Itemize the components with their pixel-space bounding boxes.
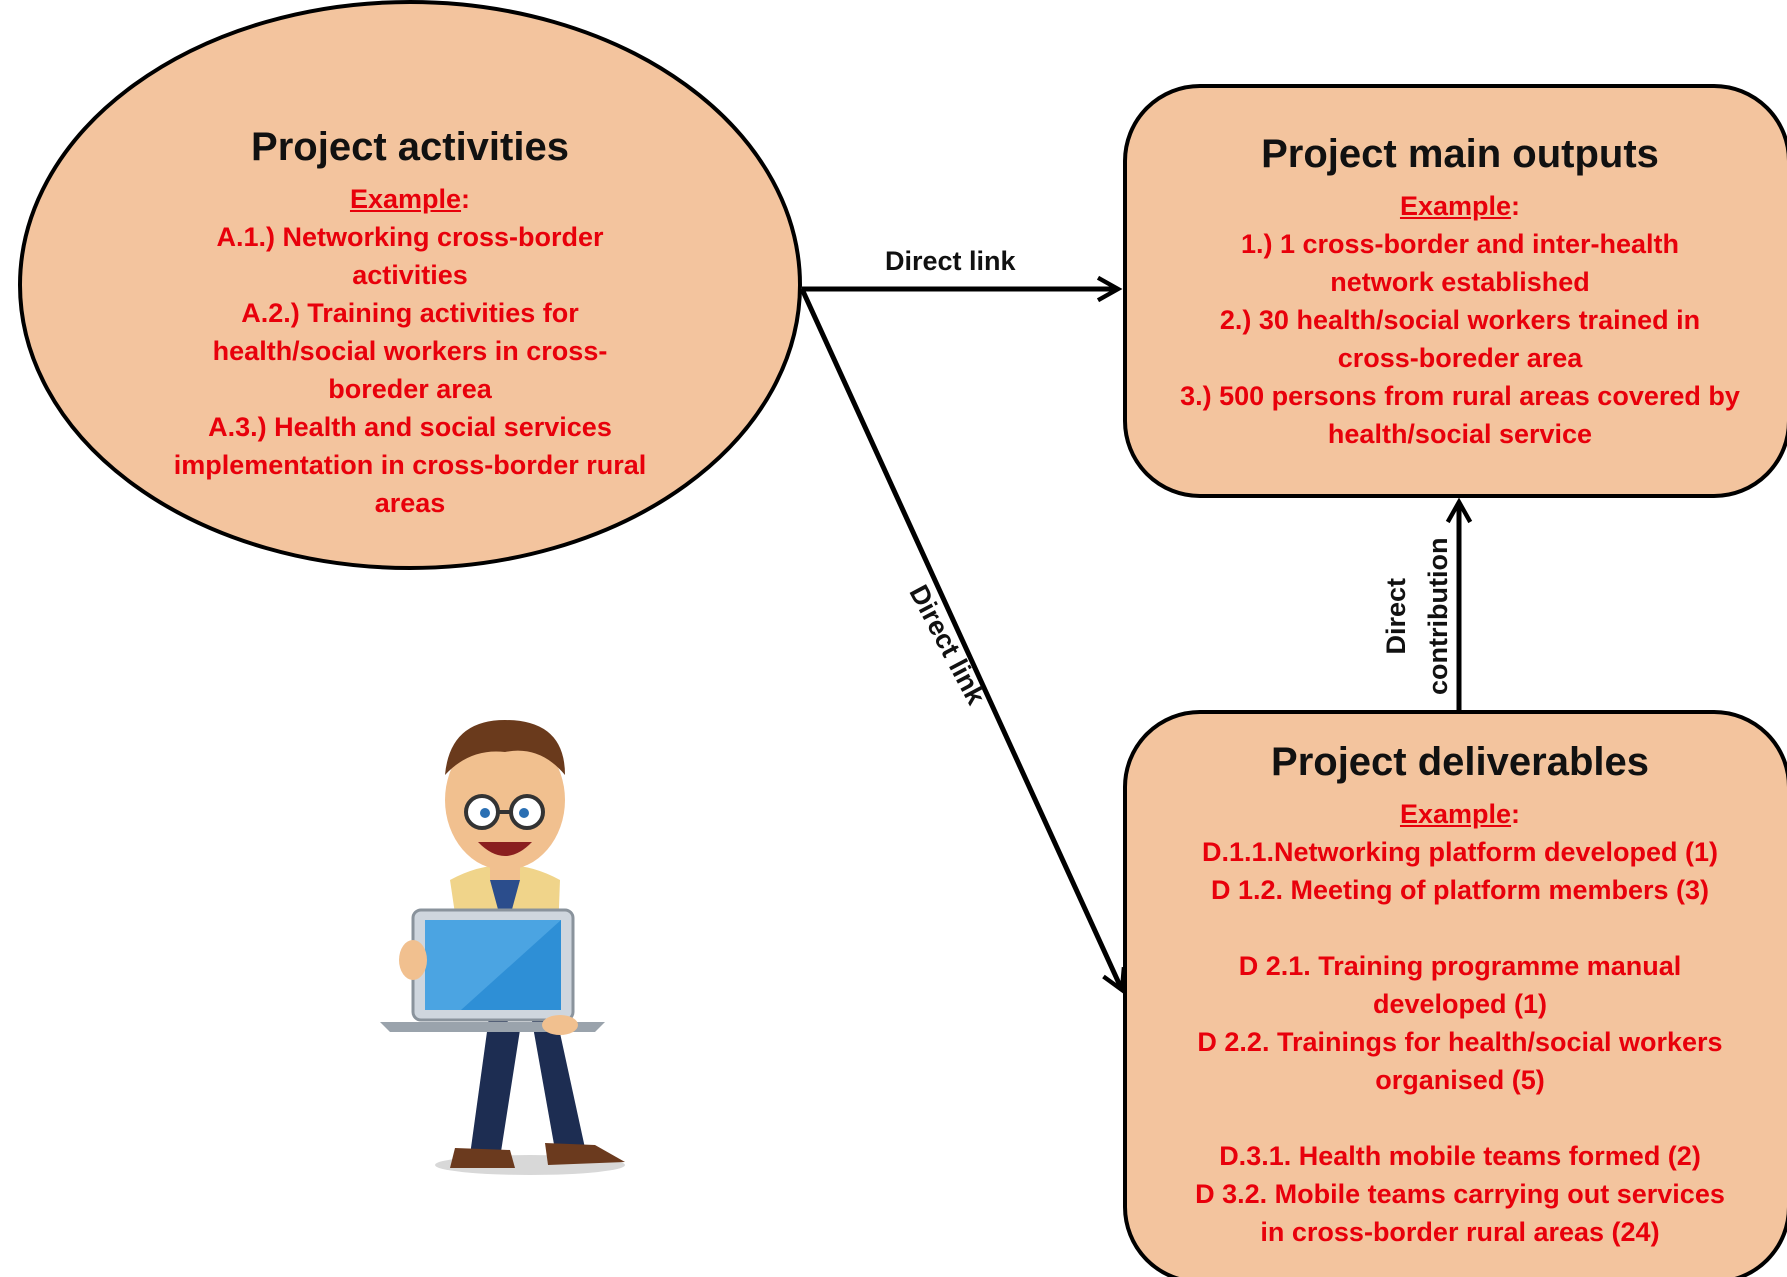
- outputs-example-label: Example: [1399, 191, 1512, 221]
- link-label-activities-outputs: Direct link: [885, 246, 1016, 276]
- link-label-contribution: Direct contribution: [1381, 537, 1453, 695]
- activities-title: Project activities: [251, 125, 569, 169]
- deliverables-example-heading: Example:: [1399, 799, 1521, 829]
- activity-line: A.1.) Networking cross-border: [216, 222, 604, 252]
- outputs-example-heading: Example:: [1399, 191, 1521, 221]
- activities-example-heading: Example:: [349, 184, 471, 214]
- activities-ellipse: [18, 0, 802, 570]
- activity-line: activities: [352, 260, 468, 290]
- activity-line: boreder area: [328, 374, 492, 404]
- deliverable-line: in cross-border rural areas (24): [1260, 1217, 1660, 1247]
- activities-node: Project activities Example: A.1.) Networ…: [140, 125, 680, 522]
- outputs-box: [1123, 84, 1787, 498]
- activity-line: areas: [374, 488, 446, 518]
- deliverable-line: developed (1): [1372, 989, 1548, 1019]
- outputs-title: Project main outputs: [1261, 132, 1659, 176]
- activity-line: A.3.) Health and social services: [208, 412, 612, 442]
- deliverable-line: D.1.1.Networking platform developed (1): [1201, 837, 1719, 867]
- output-line: 2.) 30 health/social workers trained in: [1219, 305, 1701, 335]
- deliverables-title: Project deliverables: [1271, 740, 1649, 784]
- activity-line: health/social workers in cross-: [212, 336, 608, 366]
- activity-line: implementation in cross-border rural: [173, 450, 647, 480]
- activity-line: A.2.) Training activities for: [241, 298, 579, 328]
- deliverables-example-label: Example: [1399, 799, 1512, 829]
- man-holding-laptop-illustration: [380, 720, 625, 1175]
- output-line: cross-boreder area: [1337, 343, 1583, 373]
- deliverable-line: D 1.2. Meeting of platform members (3): [1210, 875, 1710, 905]
- deliverable-line: D 2.1. Training programme manual: [1238, 951, 1682, 981]
- arrow-activities-to-deliverables: [799, 287, 1127, 995]
- deliverable-line: D 2.2. Trainings for health/social worke…: [1197, 1027, 1723, 1057]
- deliverable-line: D 3.2. Mobile teams carrying out service…: [1195, 1179, 1725, 1209]
- deliverable-line: D.3.1. Health mobile teams formed (2): [1219, 1141, 1701, 1171]
- outputs-node: Project main outputs Example: 1.) 1 cros…: [1150, 132, 1770, 453]
- deliverable-line: organised (5): [1375, 1065, 1545, 1095]
- output-line: 1.) 1 cross-border and inter-health: [1240, 229, 1680, 259]
- deliverables-node: Project deliverables Example: D.1.1.Netw…: [1150, 740, 1770, 1251]
- output-line: 3.) 500 persons from rural areas covered…: [1180, 381, 1740, 411]
- output-line: network established: [1330, 267, 1590, 297]
- output-line: health/social service: [1327, 419, 1593, 449]
- activities-example-label: Example: [349, 184, 462, 214]
